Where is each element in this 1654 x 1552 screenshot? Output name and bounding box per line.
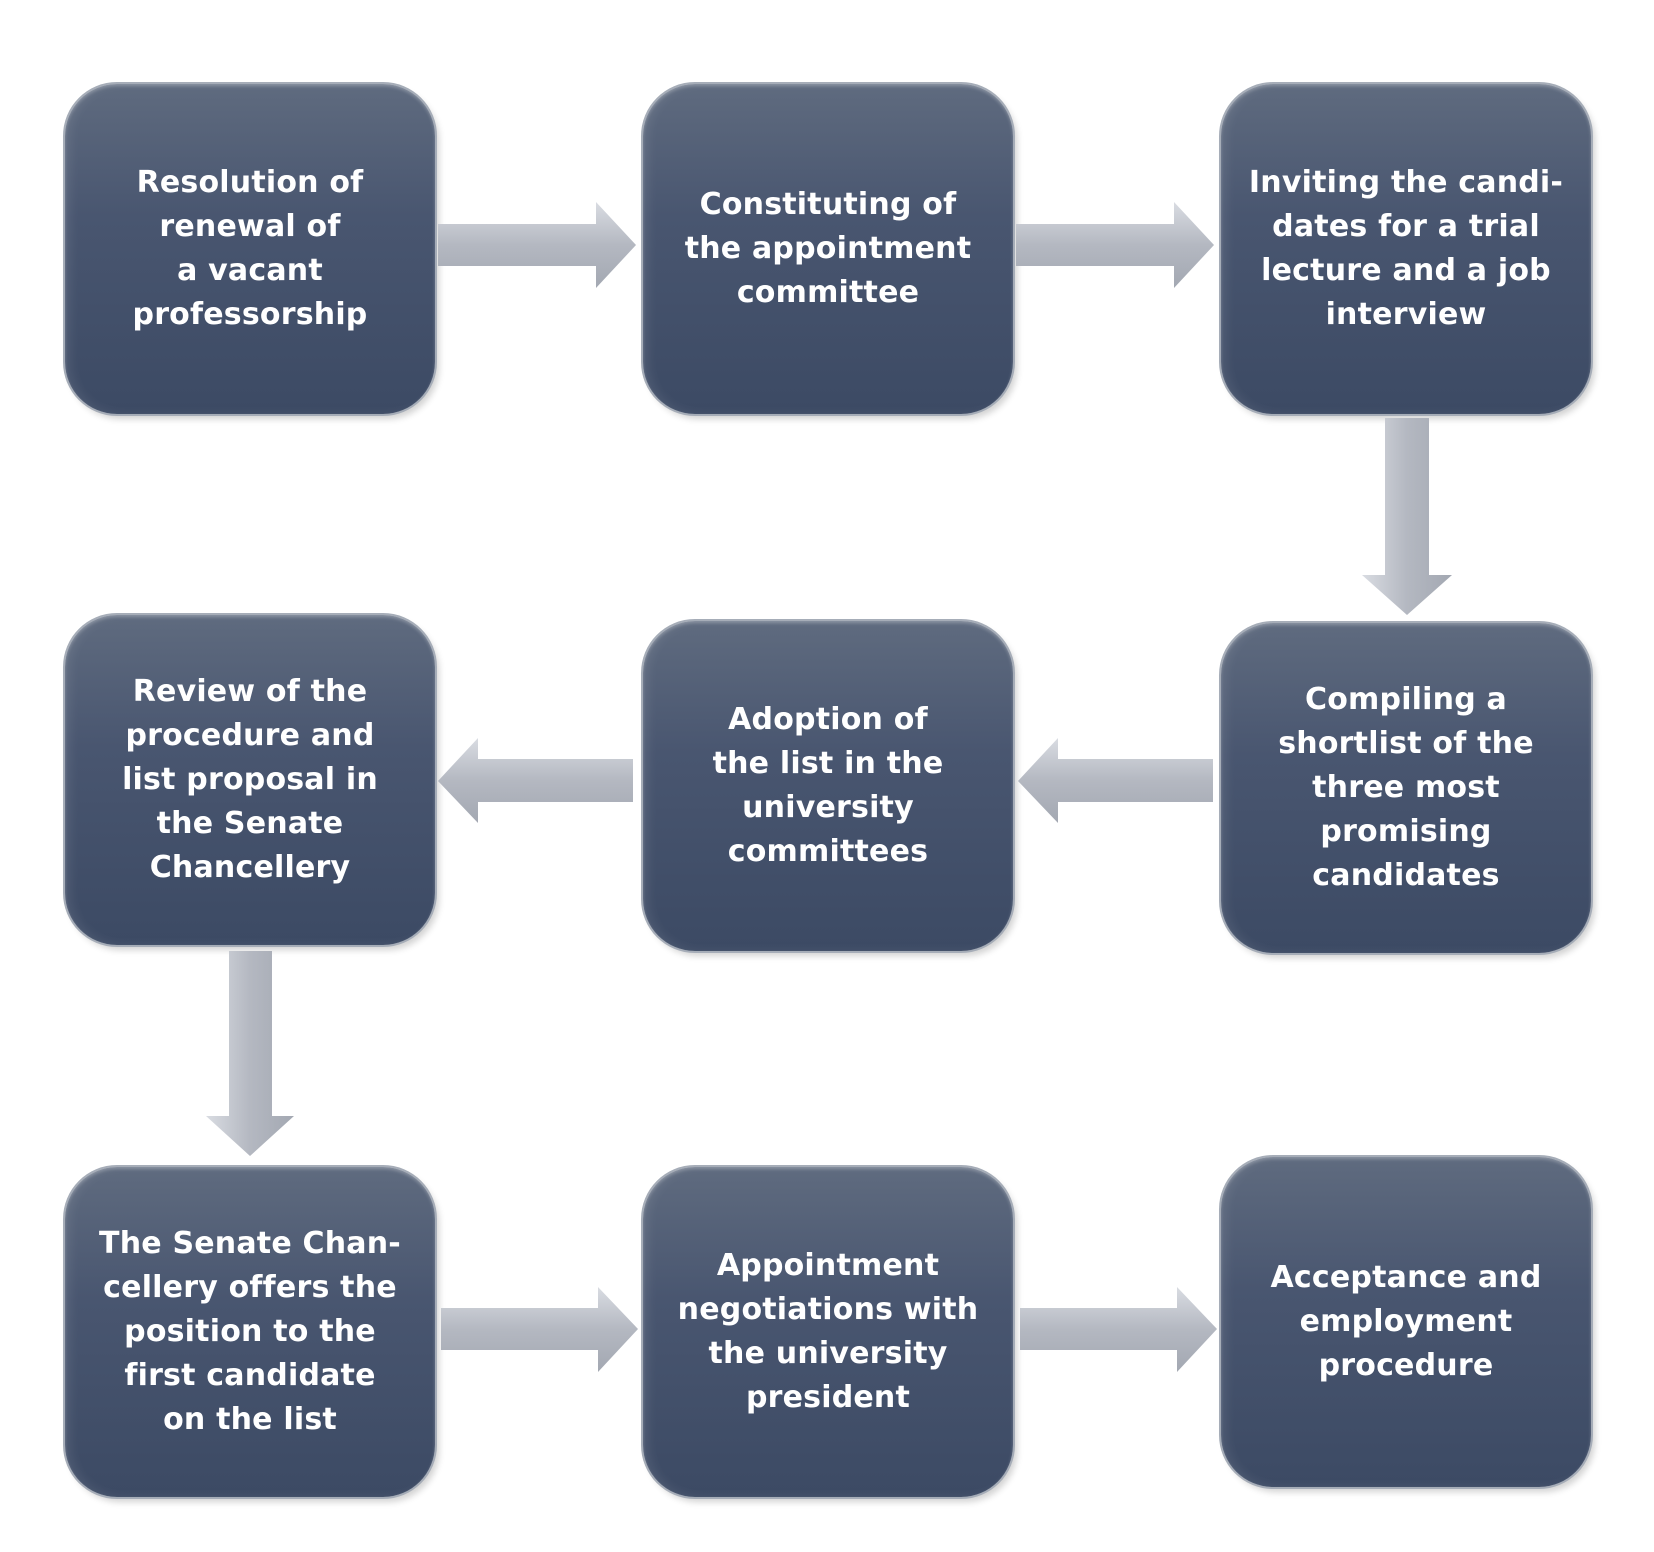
arrow-right-2-3 [1016,202,1214,288]
step-box-1: Resolution of renewal of a vacant profes… [65,84,435,414]
step-label-8: Appointment negotiations with the univer… [677,1248,979,1415]
arrow-left-5-4 [438,738,633,823]
step-box-7b: The Senate Chan- cellery offers the posi… [65,1167,435,1497]
step-label-1: Resolution of renewal of a vacant profes… [132,165,368,332]
arrow-right-7-8 [441,1287,638,1372]
step-label-7: The Senate Chan- cellery offers the posi… [99,1226,401,1437]
step-label-6: Review of the procedure and list proposa… [122,674,378,885]
arrow-right-1-2 [438,202,636,288]
step-label-9: Acceptance and employment procedure [1270,1260,1542,1383]
step-box-7: Review of the procedure and list proposa… [65,615,435,945]
step-box-3: Inviting the candi- dates for a trial le… [1221,84,1591,414]
step-label-3: Inviting the candi- dates for a trial le… [1248,165,1564,332]
arrow-down-4-7 [206,951,294,1156]
step-label-5: Adoption of the list in the university c… [712,702,944,869]
arrow-left-6-5 [1018,738,1213,823]
step-label-4: Compiling a shortlist of the three most … [1278,682,1534,893]
step-box-5: Adoption of the list in the university c… [643,621,1013,951]
step-box-2: Constituting of the appointment committe… [643,84,1013,414]
step-box-4: Compiling a shortlist of the three most … [1221,623,1591,953]
arrow-right-8-9 [1020,1287,1217,1372]
arrow-down-3-6 [1362,418,1452,615]
step-box-8: Appointment negotiations with the univer… [643,1167,1013,1497]
step-box-9: Acceptance and employment procedure [1221,1157,1591,1487]
step-label-2: Constituting of the appointment committe… [684,187,972,310]
